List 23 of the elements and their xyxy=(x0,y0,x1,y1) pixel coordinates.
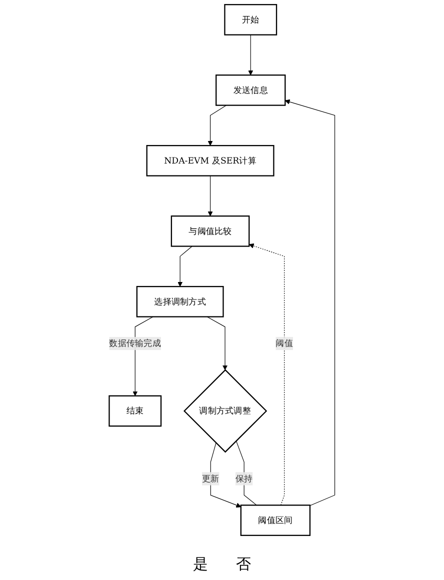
edge-label: 数据传输完成 xyxy=(109,338,162,348)
arrow xyxy=(208,105,227,146)
connector xyxy=(236,440,257,506)
node-box: 开始 xyxy=(224,4,278,36)
node-box: 选择调制方式 xyxy=(136,286,224,318)
branch-label: 是 xyxy=(193,555,208,573)
arrow xyxy=(208,176,213,216)
arrow xyxy=(178,246,192,287)
node-diamond: 调制方式调整 xyxy=(184,369,268,453)
edge-label: 阈值 xyxy=(276,338,293,348)
edge-label: 更新 xyxy=(202,473,220,484)
arrow xyxy=(284,99,336,506)
edge-label: 保持 xyxy=(235,473,253,484)
arrow xyxy=(210,442,242,508)
node-box: 结束 xyxy=(108,395,162,427)
node-box: 阈值区间 xyxy=(240,504,311,536)
branch-label: 否 xyxy=(236,555,251,573)
node-box: NDA-EVM 及SER计算 xyxy=(146,145,274,176)
arrow xyxy=(248,34,254,76)
arrow xyxy=(206,316,228,370)
node-box: 发送信息 xyxy=(216,74,286,106)
arrow xyxy=(248,243,285,506)
node-box: 与阈值比较 xyxy=(170,215,250,247)
